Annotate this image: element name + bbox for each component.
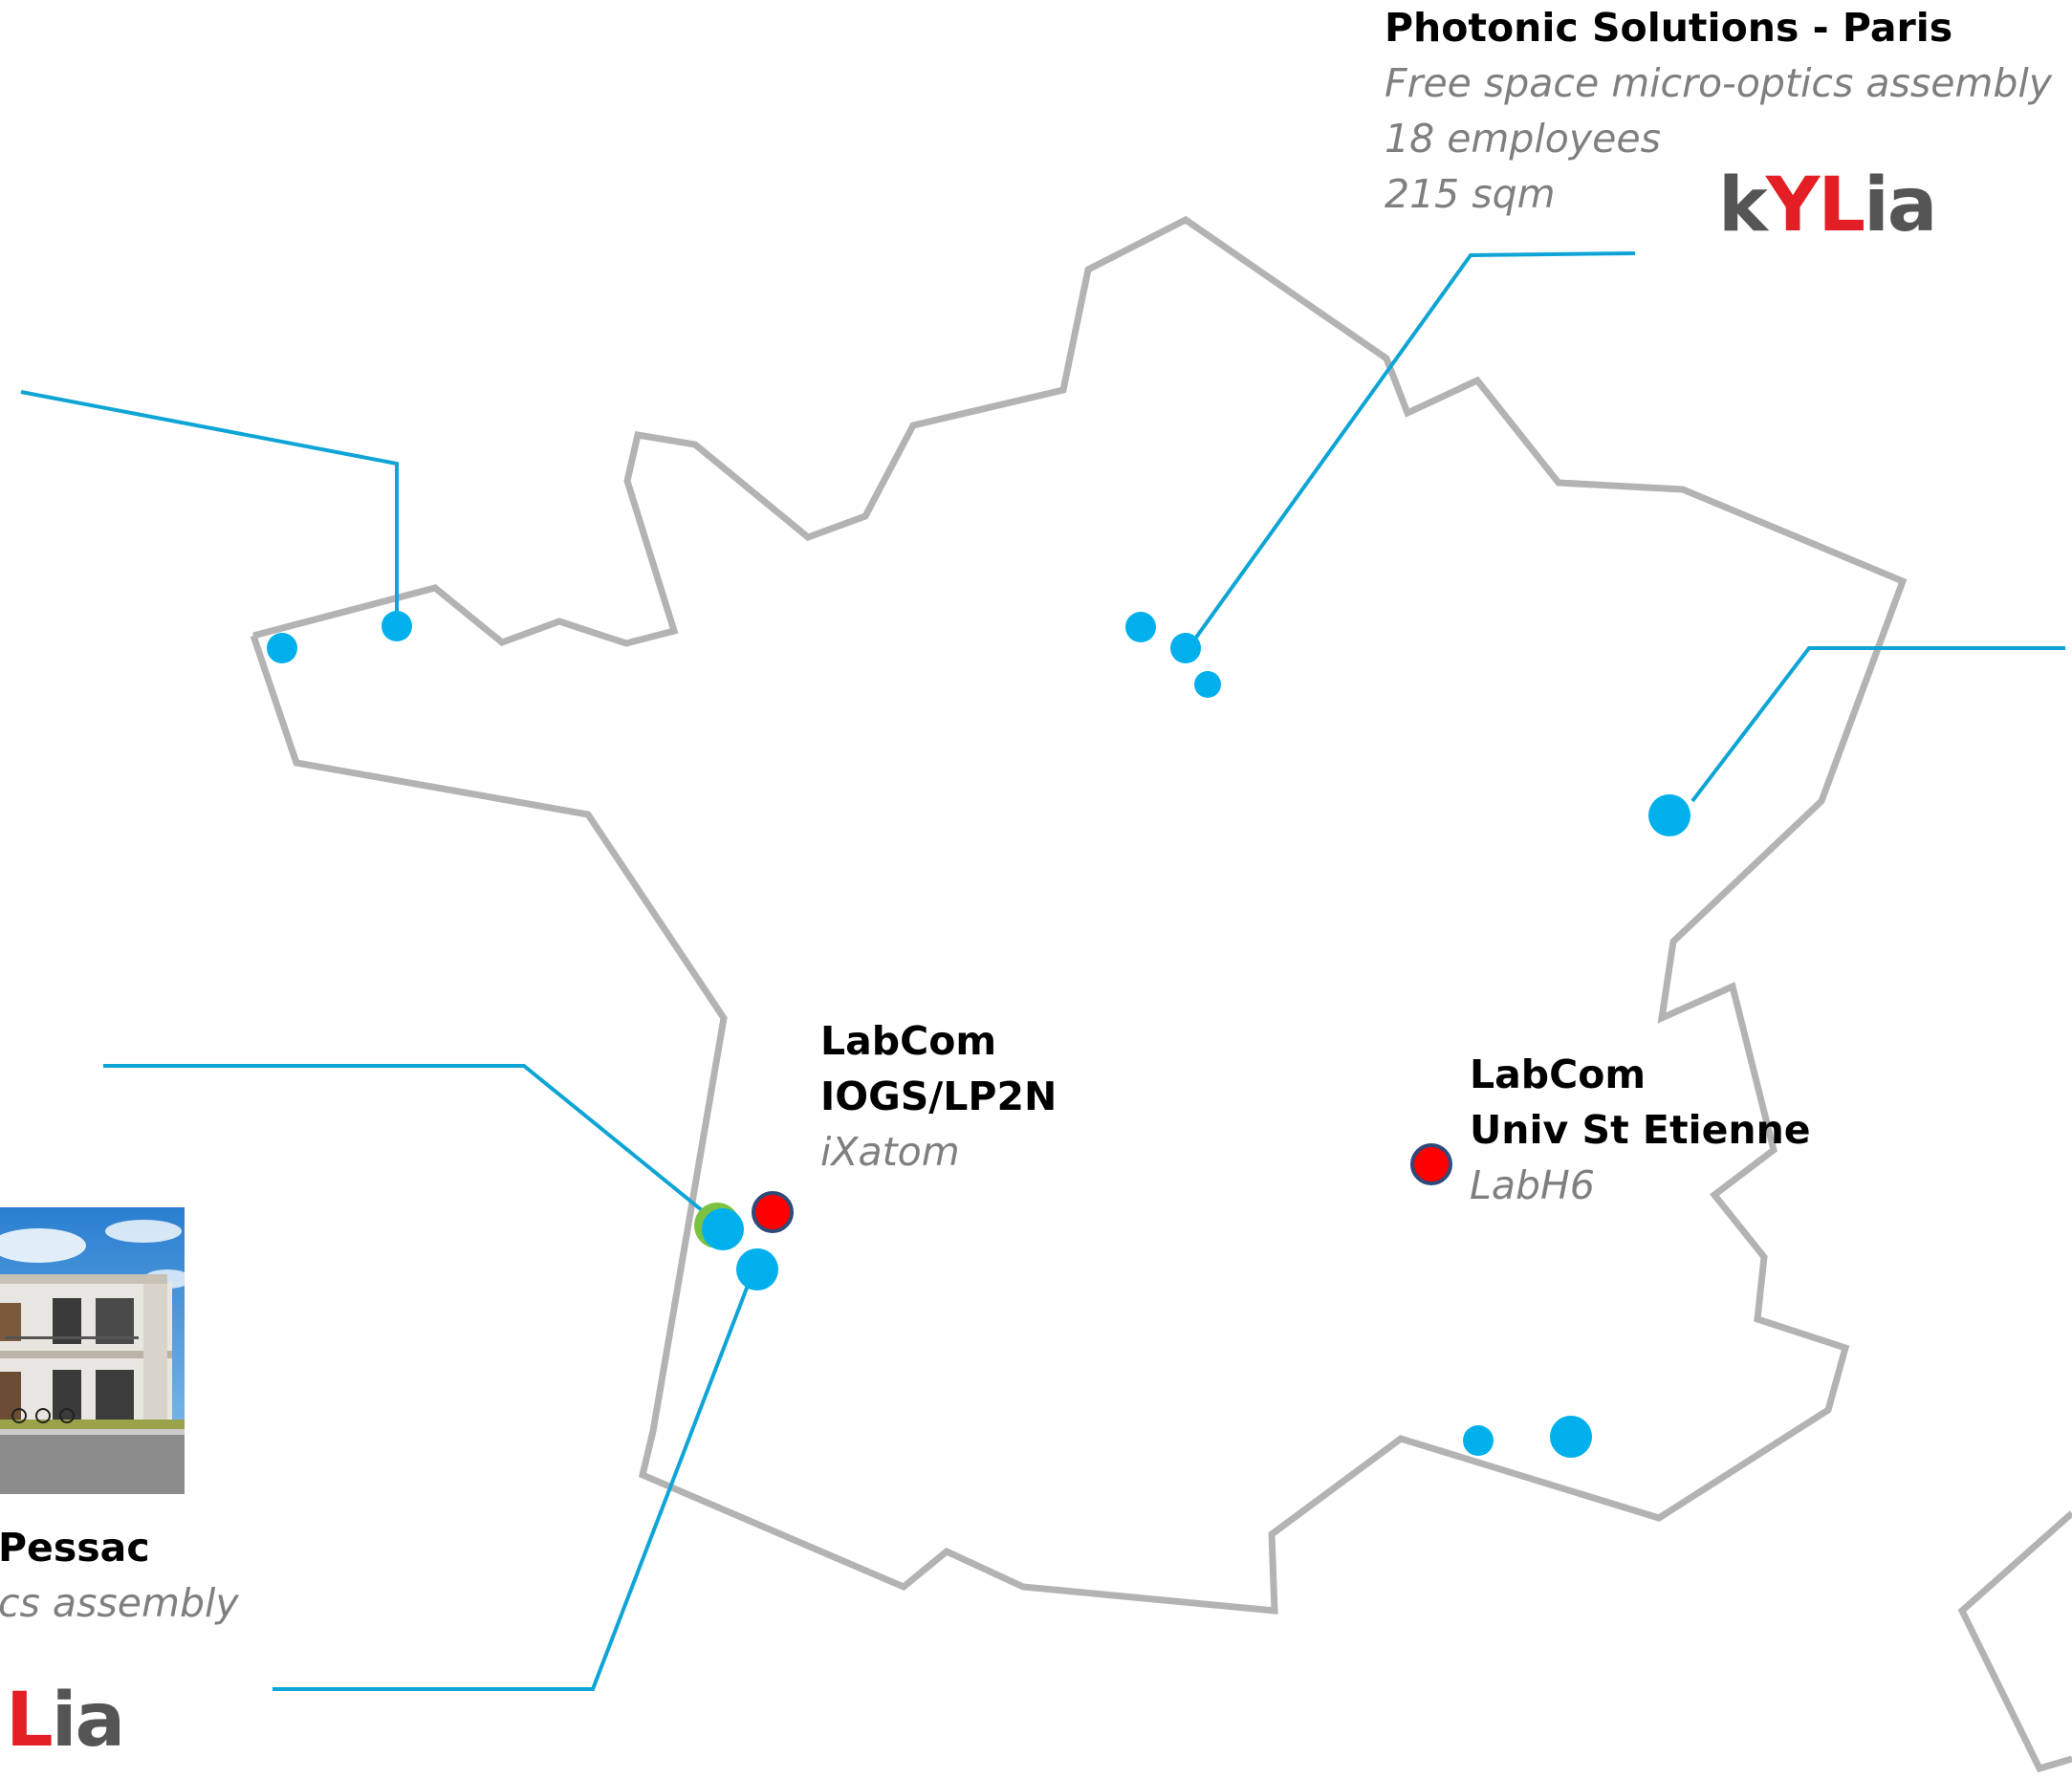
kylia-logo-pessac: Lia	[6, 1678, 125, 1764]
label-paris: Photonic Solutions - Paris Free space mi…	[1385, 0, 2052, 222]
site-dot-paris-west	[1125, 612, 1156, 642]
site-dot-bordeaux	[702, 1208, 744, 1250]
kylia-logo-paris: kYLia	[1718, 163, 1937, 249]
label-pessac-sub: cs assembly	[0, 1580, 239, 1626]
france-outline	[250, 215, 1908, 1615]
connector-east	[1690, 646, 2065, 803]
site-dot-brittany-lannion	[382, 611, 412, 641]
label-labcom-iogs-sub: iXatom	[820, 1129, 960, 1175]
label-paris-line-3: 215 sqm	[1385, 171, 1556, 217]
label-labcom-stetienne-sub: LabH6	[1470, 1162, 1595, 1208]
connector-pessac	[273, 1277, 752, 1691]
label-labcom-stetienne-line-2: Univ St Etienne	[1470, 1107, 1811, 1153]
site-dot-east	[1648, 794, 1690, 836]
label-labcom-iogs-line-2: IOGS/LP2N	[820, 1073, 1058, 1119]
connector-brittany	[20, 390, 399, 626]
label-paris-line-2: 18 employees	[1385, 116, 1661, 162]
label-labcom-stetienne: LabCom Univ St Etienne LabH6	[1470, 1047, 1811, 1213]
connector-paris	[1184, 251, 1636, 654]
site-dot-paris-south	[1194, 671, 1221, 698]
label-paris-title: Photonic Solutions - Paris	[1385, 5, 1953, 51]
label-pessac-title: Pessac	[0, 1525, 150, 1571]
site-dot-pessac	[736, 1248, 778, 1290]
corsica-outline	[1957, 1510, 2072, 1773]
label-pessac: Pessac cs assembly	[0, 1520, 239, 1631]
site-dot-brittany-west	[267, 633, 297, 663]
label-labcom-iogs: LabCom IOGS/LP2N iXatom	[820, 1013, 1057, 1180]
labcom-dot-iogs	[752, 1191, 794, 1233]
label-paris-line-1: Free space micro-optics assembly	[1385, 60, 2053, 106]
label-labcom-stetienne-line-1: LabCom	[1470, 1052, 1647, 1097]
label-labcom-iogs-line-1: LabCom	[820, 1018, 997, 1064]
labcom-dot-stetienne	[1410, 1143, 1452, 1185]
site-dot-south-west	[1463, 1425, 1494, 1456]
site-dot-paris	[1170, 633, 1201, 663]
building-photo-icon	[0, 1207, 185, 1494]
site-dot-south-east	[1550, 1416, 1592, 1458]
connector-bordeaux	[103, 1064, 714, 1221]
